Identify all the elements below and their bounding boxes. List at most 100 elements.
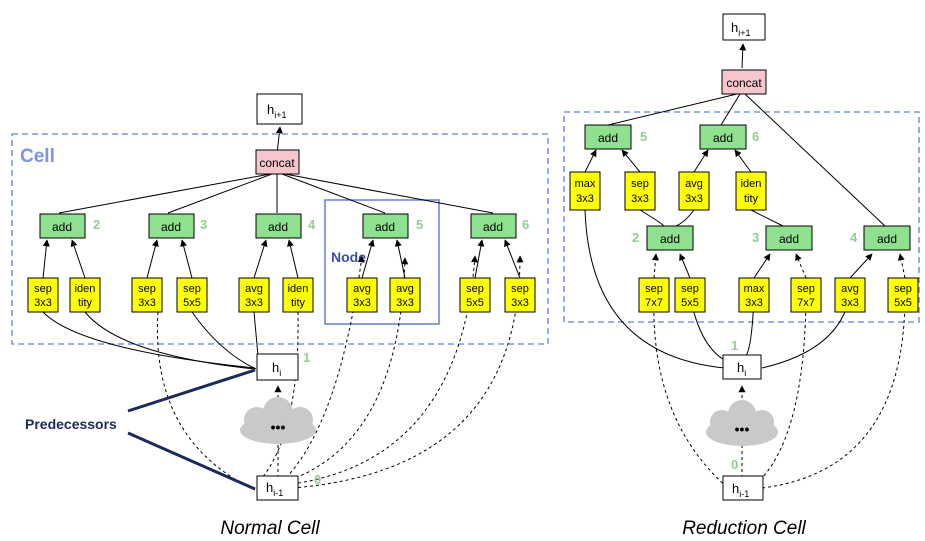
op-box	[738, 277, 770, 313]
normal-cell-caption: Normal Cell	[220, 518, 320, 539]
node-label: Node	[331, 249, 366, 265]
reduction-concat: concat	[726, 76, 762, 90]
reduction-h-i-index: 1	[731, 338, 738, 353]
op-box	[69, 277, 101, 313]
normal-adds: add 2 add 3 add 4 add 5 add 6	[39, 213, 529, 239]
op-line1: sep	[34, 283, 52, 295]
op-line2: tity	[291, 297, 306, 309]
op-line1: max	[744, 283, 765, 295]
op-line1: sep	[681, 283, 699, 295]
red-add-4-index: 4	[850, 230, 858, 245]
op-line1: max	[575, 178, 596, 190]
op-line2: 5x5	[466, 297, 484, 309]
op-line2: 3x3	[511, 297, 529, 309]
op-line1: iden	[75, 283, 96, 295]
op-box	[674, 277, 706, 313]
red-add-5-box	[584, 124, 632, 150]
add-node-3-box	[148, 213, 195, 239]
op-box	[638, 277, 670, 313]
op-line2: tity	[744, 193, 759, 205]
op-box	[346, 277, 378, 313]
red-add-3-index: 3	[752, 230, 759, 245]
add-node-4-box	[255, 213, 302, 239]
reduction-cell: hi+1 concat add 5 add 6 add 2 add 3 add …	[563, 13, 920, 539]
red-add-6-box	[699, 124, 747, 150]
op-line1: sep	[466, 283, 484, 295]
add-node-6-label: add	[483, 220, 503, 234]
op-line2: 3x3	[631, 193, 649, 205]
op-line2: 7x7	[797, 297, 815, 309]
reduction-adds: add 5 add 6 add 2 add 3 add 4	[584, 124, 911, 251]
reduction-h-out-box	[722, 13, 766, 41]
op-line2: 3x3	[576, 193, 594, 205]
normal-h-prev-index: 0	[314, 472, 321, 487]
red-add-3-box	[765, 225, 813, 251]
op-box	[27, 277, 59, 313]
reduction-op-arrows	[584, 43, 873, 279]
add-node-4-label: add	[268, 220, 288, 234]
op-box	[569, 171, 601, 211]
reduction-cell-border	[563, 111, 920, 323]
reduction-edges-dashed	[651, 253, 906, 489]
op-box	[790, 277, 822, 313]
op-box	[176, 277, 208, 313]
normal-h-prev: hi-1	[266, 480, 283, 498]
reduction-h-i-box	[722, 354, 762, 380]
op-line2: 5x5	[183, 297, 201, 309]
cloud-icon	[706, 400, 778, 446]
op-line1: iden	[288, 283, 309, 295]
red-add-2-index: 2	[632, 230, 639, 245]
op-box	[238, 277, 270, 313]
normal-h-i: hi	[272, 360, 281, 378]
red-add-2-box	[646, 225, 694, 251]
reduction-h-prev-box	[722, 475, 764, 501]
reduction-h-prev-index: 0	[731, 457, 738, 472]
reduction-ops-top: max 3x3 sep 3x3 avg 3x3 iden tity	[569, 171, 767, 211]
op-line1: sep	[645, 283, 663, 295]
op-line2: tity	[78, 297, 93, 309]
red-add-5-index: 5	[640, 129, 647, 144]
red-add-4-label: add	[877, 232, 897, 246]
ellipsis-dots: •••	[735, 421, 750, 437]
normal-h-out-box	[256, 93, 303, 125]
add-node-3-index: 3	[200, 217, 207, 232]
red-add-2-label: add	[660, 232, 680, 246]
ellipsis-dots: •••	[271, 419, 286, 435]
add-node-4-index: 4	[308, 217, 316, 232]
normal-h-i-box	[256, 353, 299, 381]
op-line1: sep	[138, 283, 156, 295]
op-box	[834, 277, 866, 313]
op-line2: 3x3	[685, 193, 703, 205]
normal-h-out: hi+1	[267, 102, 287, 120]
cloud-icon	[240, 397, 316, 444]
normal-h-prev-box	[256, 475, 299, 501]
reduction-concat-box	[721, 69, 767, 95]
red-add-6-label: add	[713, 131, 733, 145]
normal-concat-box	[255, 149, 300, 175]
op-box	[504, 277, 536, 313]
op-line1: sep	[511, 283, 529, 295]
op-line2: 5x5	[894, 297, 912, 309]
cell-label: Cell	[20, 146, 55, 167]
add-node-5-index: 5	[416, 217, 423, 232]
op-line1: avg	[353, 283, 371, 295]
op-line2: 3x3	[745, 297, 763, 309]
red-add-3-label: add	[779, 232, 799, 246]
op-box	[624, 171, 656, 211]
op-line1: avg	[841, 283, 859, 295]
op-line1: sep	[183, 283, 201, 295]
normal-cell: Cell Node	[11, 93, 549, 539]
node-box	[324, 199, 440, 325]
op-line2: 3x3	[138, 297, 156, 309]
op-line1: sep	[894, 283, 912, 295]
op-line1: iden	[741, 178, 762, 190]
add-node-5-label: add	[375, 220, 395, 234]
red-add-6-index: 6	[752, 129, 759, 144]
op-line2: 5x5	[681, 297, 699, 309]
op-box	[678, 171, 710, 211]
reduction-h-prev: hi-1	[732, 481, 749, 499]
op-box	[282, 277, 314, 313]
add-node-6-index: 6	[522, 217, 529, 232]
op-box	[389, 277, 421, 313]
normal-concat: concat	[259, 156, 295, 170]
